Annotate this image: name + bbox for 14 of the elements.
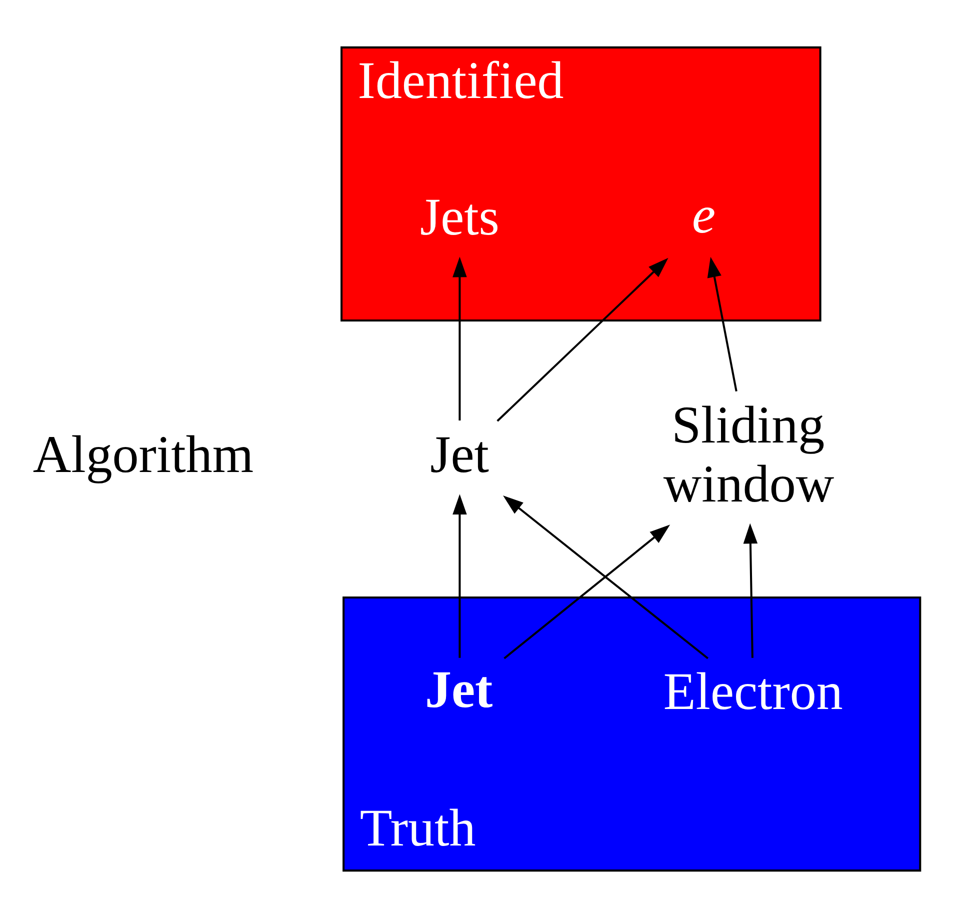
node-text: Jets	[420, 188, 500, 246]
node-text: e	[692, 186, 716, 244]
node-text: Jet	[425, 660, 493, 719]
arrow	[504, 524, 670, 659]
arrow	[452, 494, 467, 658]
label: Algorithm	[32, 425, 254, 484]
arrow	[496, 257, 668, 422]
node-text: Electron	[663, 662, 843, 721]
arrow	[707, 256, 738, 392]
arrow	[452, 256, 467, 420]
arrow	[503, 494, 709, 659]
node-text: Sliding window	[663, 396, 834, 513]
node-text: Jet	[430, 425, 489, 484]
arrow	[743, 522, 758, 658]
